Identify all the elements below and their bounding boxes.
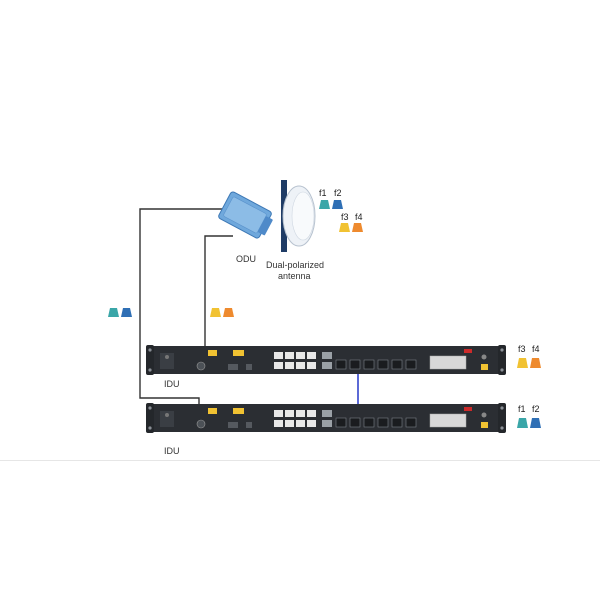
idu-top-chassis	[146, 345, 506, 375]
idu-top-freq-f4: f4	[532, 344, 540, 354]
idu-bottom-freq-f1: f1	[518, 404, 526, 414]
trapezoid-signal-icon	[352, 223, 363, 232]
cable-odu-to-idu-top	[204, 235, 233, 368]
idu-top-label: IDU	[164, 379, 180, 389]
trapezoid-signal-icon	[108, 308, 119, 317]
trapezoid-signal-icon	[121, 308, 132, 317]
antenna-freq-f3: f3	[341, 212, 349, 222]
odu-label: ODU	[236, 254, 256, 264]
trapezoid-signal-icon	[210, 308, 221, 317]
trapezoid-signal-icon	[530, 418, 541, 428]
middle-signal-markers	[210, 308, 234, 317]
bottom-divider	[0, 460, 600, 461]
idu-bottom-signal-markers	[517, 418, 541, 428]
antenna-freq-f4: f4	[355, 212, 363, 222]
antenna-signal-markers	[319, 200, 363, 232]
left-signal-markers	[108, 308, 132, 317]
huawei-logo-icon	[464, 407, 472, 411]
trapezoid-signal-icon	[339, 223, 350, 232]
idu-bottom-label: IDU	[164, 446, 180, 456]
cable-odu-to-idu-bottom	[139, 208, 232, 409]
idu-top-freq-f3: f3	[518, 344, 526, 354]
antenna-freq-f1: f1	[319, 188, 327, 198]
trapezoid-signal-icon	[332, 200, 343, 209]
idu-bottom-chassis	[146, 403, 506, 433]
dual-polarized-antenna	[281, 180, 316, 252]
idu-bottom-freq-f2: f2	[532, 404, 540, 414]
cable-group	[139, 208, 233, 409]
trapezoid-signal-icon	[530, 358, 541, 368]
trapezoid-signal-icon	[517, 358, 528, 368]
antenna-label-line2: antenna	[278, 271, 311, 281]
trapezoid-signal-icon	[223, 308, 234, 317]
huawei-logo-icon	[464, 349, 472, 353]
antenna-label-line1: Dual-polarized	[266, 260, 324, 270]
idu-top-signal-markers	[517, 358, 541, 368]
trapezoid-signal-icon	[319, 200, 330, 209]
trapezoid-signal-icon	[517, 418, 528, 428]
odu-unit	[218, 191, 273, 239]
antenna-freq-f2: f2	[334, 188, 342, 198]
